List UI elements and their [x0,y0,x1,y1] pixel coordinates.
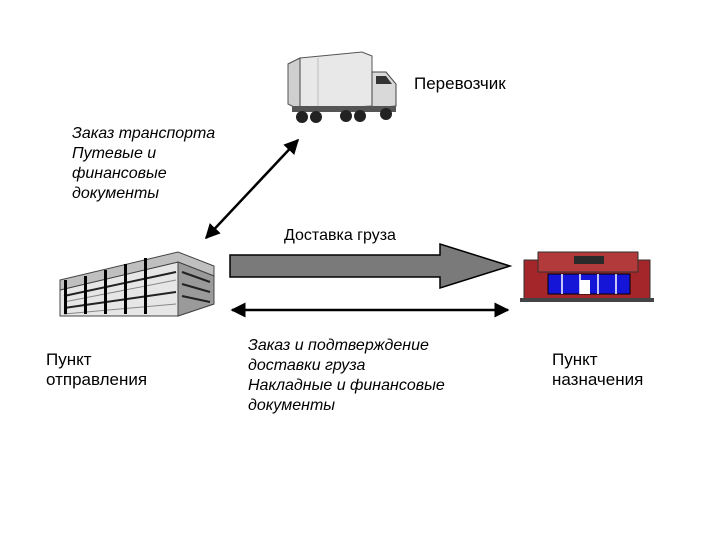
order-docs-text: Заказ и подтверждение доставки груза Нак… [248,336,445,416]
carrier-docs-line: Путевые и [72,145,157,162]
carrier-docs-line: финансовые [72,165,167,182]
carrier-origin-arrow [204,138,300,240]
origin-line: Пункт [46,350,92,369]
destination-label: Пункт назначения [552,350,643,390]
origin-label: Пункт отправления [46,350,147,390]
order-docs-line: Заказ и подтверждение [248,337,429,354]
order-docs-line: доставки груза [248,357,366,374]
carrier-docs-text: Заказ транспорта Путевые и финансовые до… [72,124,215,204]
carrier-label: Перевозчик [414,74,506,93]
delivery-label: Доставка груза [284,227,396,244]
delivery-arrow [229,242,513,290]
warehouse-icon [59,251,215,317]
destination-line: Пункт [552,350,598,369]
order-docs-line: Накладные и финансовые [248,377,445,394]
store-icon [520,251,654,302]
destination-line: назначения [552,370,644,389]
origin-line: отправления [46,370,148,389]
carrier-docs-line: документы [72,185,160,202]
carrier-docs-line: Заказ транспорта [72,125,216,142]
truck-icon [287,51,397,123]
order-docs-line: документы [248,397,336,414]
